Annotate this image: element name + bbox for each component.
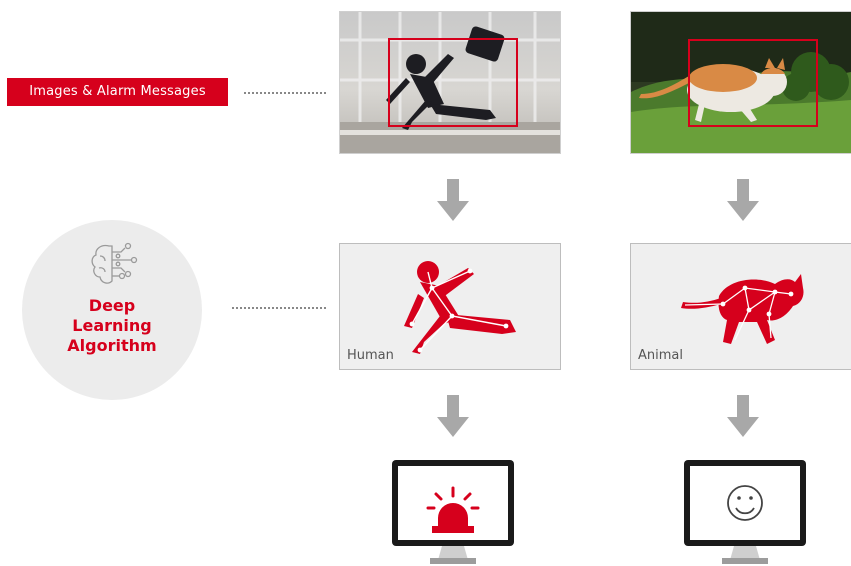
detection-box-human (388, 38, 518, 127)
smiley-monitor (684, 460, 806, 564)
alarm-monitor (392, 460, 514, 564)
falling-person-photo (339, 11, 561, 154)
human-silhouette-panel: Human (339, 243, 561, 370)
deep-learning-line-2: Learning (72, 316, 152, 335)
deep-learning-label: Deep Learning Algorithm (22, 296, 202, 356)
human-skeleton-icon (404, 261, 516, 354)
brain-network-icon (91, 242, 138, 284)
images-alarm-messages-tag: Images & Alarm Messages (7, 78, 228, 106)
smiley-face-icon (727, 485, 763, 521)
deep-learning-line-1: Deep (88, 296, 136, 315)
connector-dots-top (244, 92, 326, 94)
human-label: Human (347, 348, 394, 363)
detection-box-animal (688, 39, 818, 127)
alarm-siren-icon (426, 486, 480, 533)
arrow-down-icon (437, 179, 469, 221)
deep-learning-line-3: Algorithm (67, 336, 157, 355)
animal-skeleton-icon (681, 274, 804, 344)
arrow-down-icon (727, 395, 759, 437)
arrow-down-icon (727, 179, 759, 221)
animal-label: Animal (638, 348, 683, 363)
connector-dots-middle (232, 307, 326, 309)
arrow-down-icon (437, 395, 469, 437)
cat-photo (630, 11, 851, 154)
animal-silhouette-panel: Animal (630, 243, 851, 370)
